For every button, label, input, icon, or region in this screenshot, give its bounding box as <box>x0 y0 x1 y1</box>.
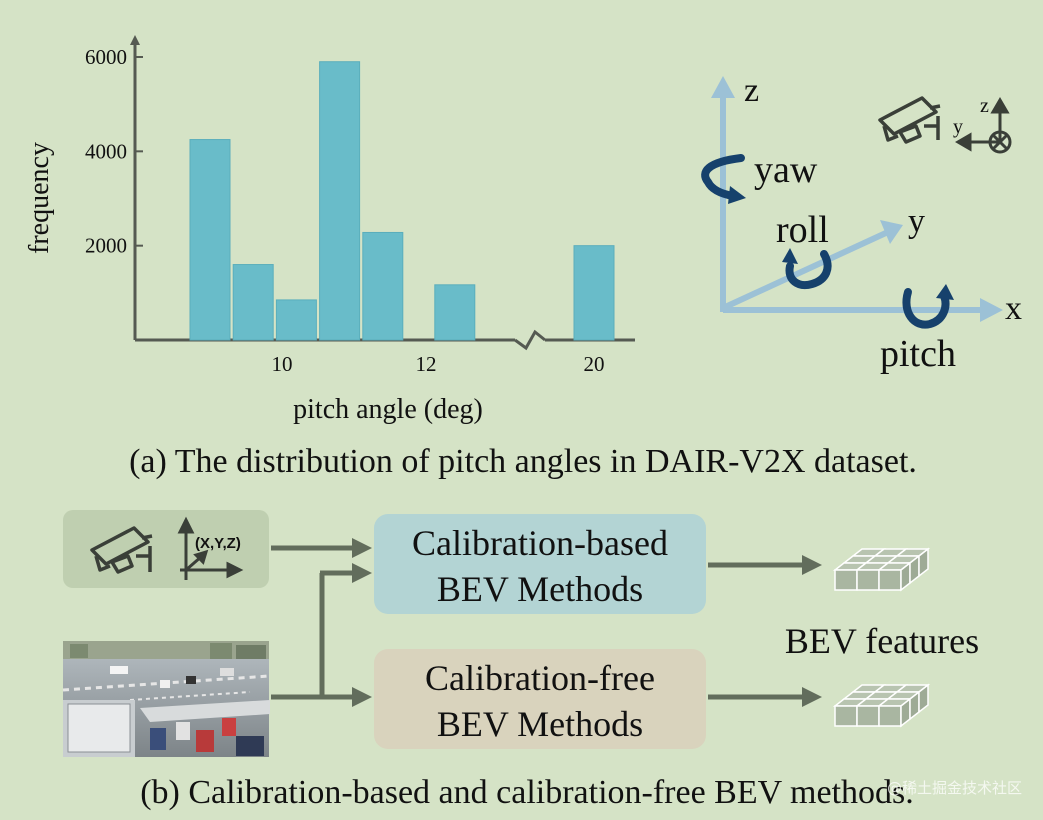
pitch-histogram: 2000 4000 6000 10 12 20 frequency pitch angl… <box>24 35 635 425</box>
y-label: y <box>908 203 925 240</box>
world-axes-icon <box>177 516 244 580</box>
camera-icon <box>878 96 941 144</box>
x-label: x <box>1005 290 1022 327</box>
y-tick-labels: 2000 4000 6000 <box>85 45 143 258</box>
bev-features-label: BEV features <box>785 621 979 661</box>
histogram-bar-0 <box>189 139 231 341</box>
flow-arrows <box>271 538 822 707</box>
x-axis-arrowhead <box>980 298 1003 322</box>
bev-feature-grid-top <box>832 547 931 592</box>
calibration-free-line1: Calibration-free <box>425 658 655 698</box>
cube-front-face <box>856 705 880 727</box>
histogram-bar-1 <box>232 264 274 341</box>
camera-z-label: z <box>980 95 989 117</box>
pitch-rotation-icon <box>902 284 954 329</box>
histogram-bar-5 <box>434 284 476 341</box>
cube-front-face <box>834 705 858 727</box>
x-axis-label: pitch angle (deg) <box>293 394 483 425</box>
histogram-bar-2 <box>275 299 317 341</box>
y-axis-arrowhead <box>880 220 903 244</box>
cube-side-face <box>918 547 929 578</box>
pitch-label: pitch <box>880 333 956 375</box>
cube-side-face <box>918 683 929 714</box>
z-label: z <box>744 72 759 109</box>
roll-rotation-icon <box>782 248 832 289</box>
cube-front-face <box>856 569 880 591</box>
y-tick-label-2000: 2000 <box>85 234 127 258</box>
watermark: @稀土掘金技术社区 <box>887 779 1022 797</box>
calibration-free-box <box>374 649 706 749</box>
histogram-bar-4 <box>362 231 404 341</box>
camera-icon-large <box>90 526 153 574</box>
y-tick-label-6000: 6000 <box>85 45 127 69</box>
y-tick-label-4000: 4000 <box>85 139 127 163</box>
yaw-label: yaw <box>754 149 818 191</box>
x-tick-label-10: 10 <box>272 352 293 376</box>
caption-a: (a) The distribution of pitch angles in … <box>129 443 917 480</box>
x-axis-break <box>514 329 546 351</box>
x-tick-label-12: 12 <box>416 352 437 376</box>
y-axis-label: frequency <box>24 142 55 254</box>
histogram-bar-6 <box>573 245 615 341</box>
camera-y-label: y <box>953 116 963 138</box>
histogram-bar-3 <box>319 61 361 341</box>
z-axis-arrowhead <box>711 76 735 98</box>
calibration-based-line2: BEV Methods <box>437 569 643 609</box>
cube-front-face <box>878 705 902 727</box>
bev-feature-grid-bottom <box>832 683 931 728</box>
cube-front-face <box>878 569 902 591</box>
traffic-camera-image <box>62 641 270 757</box>
bev-pipeline: (X,Y,Z) <box>62 510 979 757</box>
coord-label: (X,Y,Z) <box>195 535 241 552</box>
yaw-rotation-icon <box>701 154 746 204</box>
caption-b: (b) Calibration-based and calibration-fr… <box>140 774 914 811</box>
camera-axes-icon <box>955 97 1012 154</box>
y-axis-arrow <box>721 229 890 311</box>
rotation-axes-diagram: z y x yaw roll pitch <box>701 72 1022 375</box>
histogram-bars <box>189 61 615 341</box>
calibration-based-line1: Calibration-based <box>412 523 668 563</box>
roll-label: roll <box>776 209 829 251</box>
x-tick-labels: 10 12 20 <box>272 352 605 376</box>
calibration-free-line2: BEV Methods <box>437 704 643 744</box>
x-tick-label-20: 20 <box>584 352 605 376</box>
calibration-based-box <box>374 514 706 614</box>
cube-front-face <box>834 569 858 591</box>
